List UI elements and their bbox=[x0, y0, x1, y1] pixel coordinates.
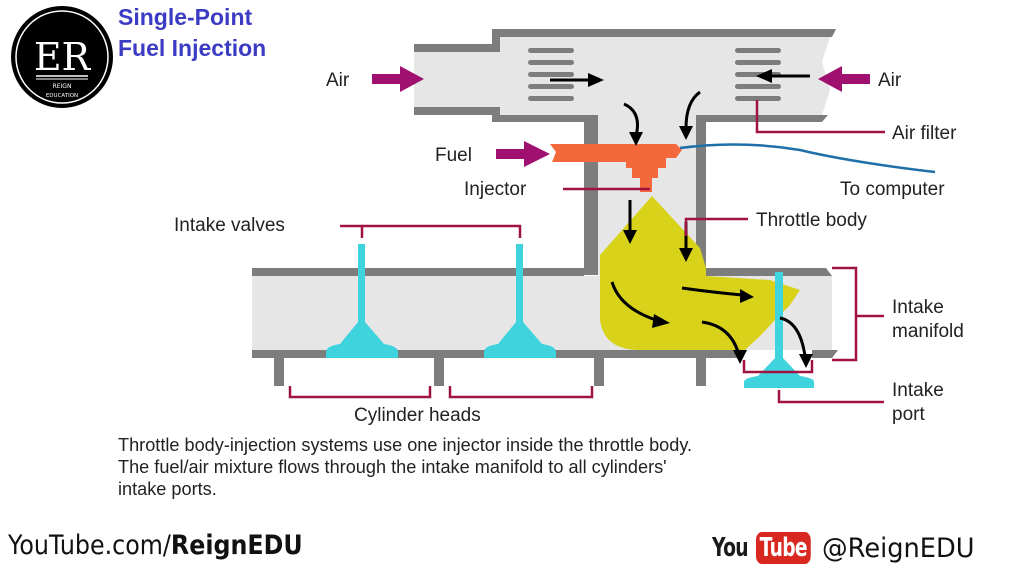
wire-to-computer bbox=[679, 143, 936, 174]
fuel-inlet-arrow bbox=[496, 141, 550, 167]
label-intake-manifold-1: Intake bbox=[892, 297, 944, 318]
label-intake-manifold-2: manifold bbox=[892, 321, 964, 342]
caption: Throttle body-injection systems use one … bbox=[118, 434, 1000, 500]
label-to-computer: To computer bbox=[840, 179, 945, 200]
air-filter-left bbox=[528, 48, 574, 101]
caption-line-2: The fuel/air mixture flows through the i… bbox=[118, 456, 667, 477]
channel-url-name: ReignEDU bbox=[170, 530, 303, 561]
youtube-handle-text: @ReignEDU bbox=[821, 532, 975, 564]
label-intake-port-1: Intake bbox=[892, 380, 944, 401]
label-air-filter: Air filter bbox=[892, 123, 957, 144]
leader-lines bbox=[288, 100, 885, 404]
label-cylinder-heads: Cylinder heads bbox=[354, 405, 481, 426]
logo-text-reign: REIGN bbox=[53, 83, 72, 90]
label-fuel: Fuel bbox=[435, 145, 472, 166]
intake-valve-2 bbox=[484, 244, 556, 358]
fuel-air-mixture bbox=[600, 196, 800, 350]
channel-url-prefix: YouTube.com/ bbox=[8, 530, 171, 561]
flow-arrows bbox=[550, 74, 810, 357]
logo-text-education: EDUCATION bbox=[46, 93, 78, 99]
caption-line-1: Throttle body-injection systems use one … bbox=[118, 434, 693, 455]
injector bbox=[550, 144, 682, 192]
intake-valve-1 bbox=[326, 244, 398, 358]
air-inlet-arrow-right bbox=[818, 66, 870, 92]
label-air-right: Air bbox=[878, 70, 902, 91]
reign-education-logo: ER REIGN EDUCATION bbox=[11, 6, 113, 108]
flow-arrowheads bbox=[588, 69, 813, 368]
title-line-1: Single-Point bbox=[118, 4, 253, 30]
label-air-left: Air bbox=[326, 70, 350, 91]
label-intake-port-2: port bbox=[892, 404, 925, 425]
youtube-handle[interactable]: You Tube @ReignEDU bbox=[712, 528, 982, 568]
youtube-logo-tube: Tube bbox=[756, 532, 811, 564]
label-intake-valves: Intake valves bbox=[174, 215, 285, 236]
title-line-2: Fuel Injection bbox=[118, 35, 266, 61]
label-throttle-body: Throttle body bbox=[756, 210, 867, 231]
air-inlet-arrow-left bbox=[372, 66, 424, 92]
youtube-logo-you: You bbox=[712, 533, 749, 563]
caption-line-3: intake ports. bbox=[118, 478, 217, 499]
label-injector: Injector bbox=[464, 179, 527, 200]
logo-monogram: ER bbox=[34, 35, 92, 79]
channel-url[interactable]: YouTube.com/ReignEDU bbox=[8, 530, 303, 561]
